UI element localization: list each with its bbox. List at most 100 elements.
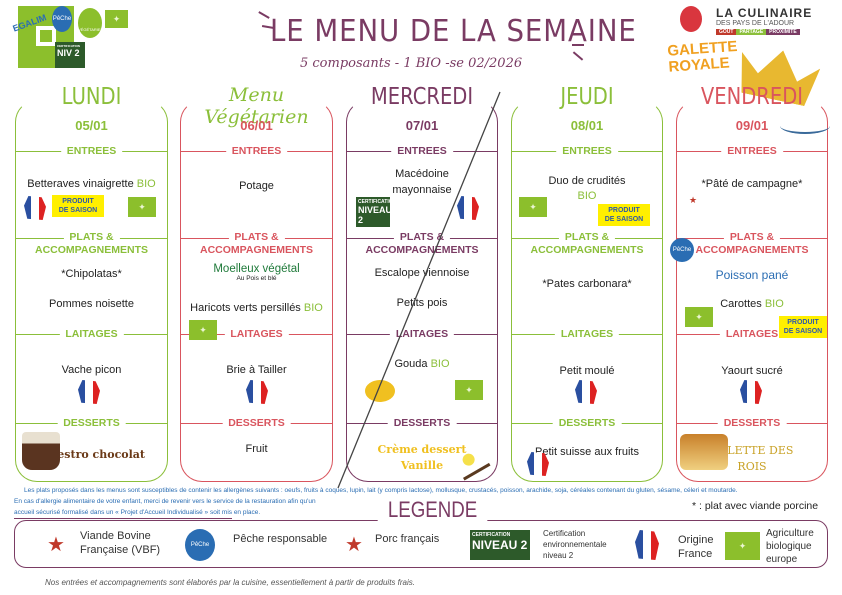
porc-francais-icon: ★ <box>345 534 363 556</box>
section-entrees: ENTREES <box>721 145 783 157</box>
bio-tag: BIO <box>136 178 156 190</box>
legend-porc: Porc français <box>375 533 440 545</box>
origine-france-icon <box>24 196 46 220</box>
vegetarien-logo: VÉGÉTARIEN <box>78 8 104 38</box>
menu-item: *Pates carbonara* <box>511 278 663 290</box>
bottom-note: Nos entrées et accompagnements sont élab… <box>45 578 415 587</box>
section-plats-2: ACCOMPAGNEMENTS <box>29 244 154 256</box>
menu-item: Au Pois et blé <box>180 275 333 282</box>
menu-item: Petits pois <box>346 297 498 309</box>
dessert-cup-image <box>22 432 60 470</box>
day-menu-végétarien-title: Menu Végétarien <box>204 84 309 128</box>
section-entrees: ENTREES <box>60 145 123 157</box>
menu-item-label: Pommes noisette <box>49 298 134 310</box>
bio-logo: ✦ <box>128 197 156 217</box>
section-laitages: LAITAGES <box>719 328 785 340</box>
menu-item-label: *Pâté de campagne* <box>701 178 803 190</box>
menu-item: Yaourt sucré <box>676 365 828 377</box>
menu-item-label: Betteraves vinaigrette <box>27 178 134 190</box>
fish-icon <box>780 118 830 134</box>
bio-logo: ✦ <box>685 307 713 327</box>
menu-item-label: Fruit <box>245 443 268 455</box>
origine-france-icon <box>740 380 762 404</box>
menu-item: Crème dessert <box>346 443 498 456</box>
menu-item-label: Vache picon <box>61 364 122 376</box>
menu-item: BIO <box>511 190 663 202</box>
section-plats: PLATS & <box>393 231 451 243</box>
menu-item-label: BIO <box>577 190 597 202</box>
peche-responsable-logo: PêChe <box>52 6 72 32</box>
section-plats-2: ACCOMPAGNEMENTS <box>524 244 650 256</box>
day-mercredi-date: 07/01 <box>405 118 439 133</box>
allergens-text: Les plats proposés dans les menus sont s… <box>24 487 738 494</box>
decor-dash <box>572 44 584 46</box>
legend-title: LEGENDE <box>377 497 488 523</box>
menu-item: Petit suisse aux fruits <box>511 446 663 458</box>
menu-item: Potage <box>180 180 333 192</box>
porc-note: * : plat avec viande porcine <box>692 500 819 512</box>
galette-image <box>680 434 728 470</box>
menu-item: mayonnaise <box>346 184 498 196</box>
origine-france-icon <box>457 196 479 220</box>
section-plats-2: ACCOMPAGNEMENTS <box>359 244 485 256</box>
menu-item: Betteraves vinaigrette BIO <box>15 178 168 190</box>
section-desserts: DESSERTS <box>552 417 622 429</box>
menu-item: Moelleux végétal <box>180 263 333 275</box>
menu-item-label: Maestro chocolat <box>38 448 145 461</box>
brand-name: LA CULINAIRE <box>716 6 813 20</box>
menu-item-label: mayonnaise <box>392 184 452 196</box>
menu-item: Brie à Tailler <box>180 364 333 376</box>
day-mercredi-box <box>346 100 498 482</box>
origine-france-icon <box>635 530 659 560</box>
menu-item-label: Poisson pané <box>715 268 789 282</box>
menu-item: *Pâté de campagne* <box>676 178 828 190</box>
brand-tagline: DES PAYS DE L'ADOUR <box>716 20 795 27</box>
menu-item-label: Vanille <box>400 459 444 472</box>
bio-logo: ✦ <box>455 380 483 400</box>
section-entrees: ENTREES <box>556 145 618 157</box>
day-vendredi-box <box>676 100 828 482</box>
page-subtitle: 5 composants - 1 BIO -se 02/2026 <box>300 56 523 71</box>
day-mercredi-title: MERCREDI <box>370 84 474 110</box>
menu-item: Poisson pané <box>676 268 828 282</box>
day-vendredi-title: VENDREDI <box>700 84 804 110</box>
menu-item-label: *Chipolatas* <box>61 268 122 280</box>
peche-responsable-icon: PêChe <box>670 238 694 262</box>
day-jeudi-title: JEUDI <box>560 84 614 110</box>
menu-item: ROIS <box>676 460 828 473</box>
section-desserts: DESSERTS <box>717 417 787 429</box>
legend-bio: Agriculture biologique europe <box>766 528 814 565</box>
allergens-text-3: accueil sécurisé formalisé dans un « Pro… <box>14 509 261 516</box>
menu-item-label: *Pates carbonara* <box>542 278 632 290</box>
menu-item-label: Gouda <box>394 358 428 370</box>
section-laitages: LAITAGES <box>224 328 289 340</box>
menu-item: Duo de crudités <box>511 175 663 187</box>
menu-item: *Chipolatas* <box>15 268 168 280</box>
menu-item-label: Petits pois <box>396 297 448 309</box>
menu-item-label: Crème dessert <box>377 443 467 456</box>
section-entrees: ENTREES <box>225 145 288 157</box>
divider <box>14 518 232 519</box>
bio-logo: ✦ <box>519 197 547 217</box>
day-menu-végétarien-box <box>180 100 333 482</box>
menu-item: Vanille <box>346 459 498 472</box>
allergens-text-2: En cas d'allergie alimentaire de votre e… <box>14 498 316 505</box>
menu-item: Pommes noisette <box>15 298 168 310</box>
section-plats: PLATS & <box>723 231 781 243</box>
menu-item-label: Potage <box>239 180 274 192</box>
menu-item-label: Macédoine <box>395 168 449 180</box>
menu-item: Fruit <box>180 443 333 455</box>
day-vendredi-date: 09/01 <box>735 118 769 133</box>
bio-logo: ✦ <box>105 10 128 28</box>
day-lundi-title: LUNDI <box>61 84 122 110</box>
origine-france-icon <box>246 380 268 404</box>
peche-responsable-icon: PêChe <box>185 529 215 561</box>
section-plats-2: ACCOMPAGNEMENTS <box>689 244 815 256</box>
origine-france-icon <box>527 452 549 476</box>
